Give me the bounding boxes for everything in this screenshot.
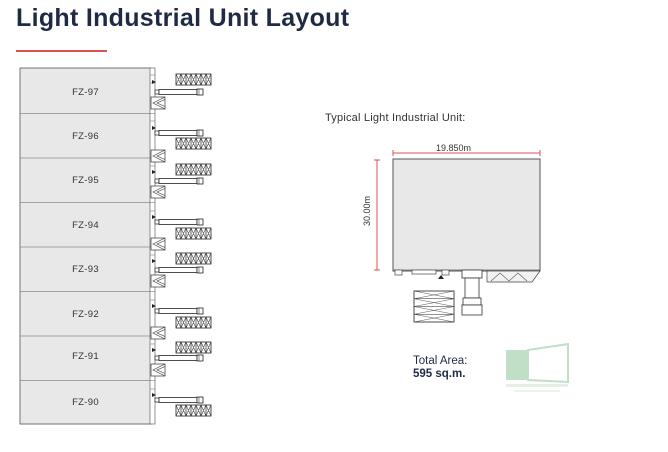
unit-label-fz93: FZ-93 (72, 264, 99, 275)
total-area-value: 595 sq.m. (413, 368, 466, 380)
total-area: Total Area: 595 sq.m. (413, 355, 467, 381)
loading-area (149, 67, 212, 425)
unit-label-fz94: FZ-94 (72, 220, 99, 231)
typical-unit-title: Typical Light Industrial Unit: (325, 112, 466, 124)
page-title: Light Industrial Unit Layout (16, 4, 350, 32)
typical-unit-plan (374, 150, 541, 323)
total-area-label: Total Area: (413, 355, 468, 367)
width-dimension: 19.850m (436, 143, 472, 153)
unit-label-fz96: FZ-96 (72, 131, 99, 142)
unit-label-fz97: FZ-97 (72, 87, 99, 98)
title-underline (16, 50, 107, 52)
unit-blocks (19, 67, 152, 425)
watermark-logo (506, 342, 569, 392)
unit-label-fz91: FZ-91 (72, 351, 99, 362)
height-dimension: 30.00m (362, 195, 373, 227)
unit-label-fz92: FZ-92 (72, 309, 99, 320)
unit-label-fz95: FZ-95 (72, 175, 99, 186)
unit-label-fz90: FZ-90 (72, 397, 99, 408)
